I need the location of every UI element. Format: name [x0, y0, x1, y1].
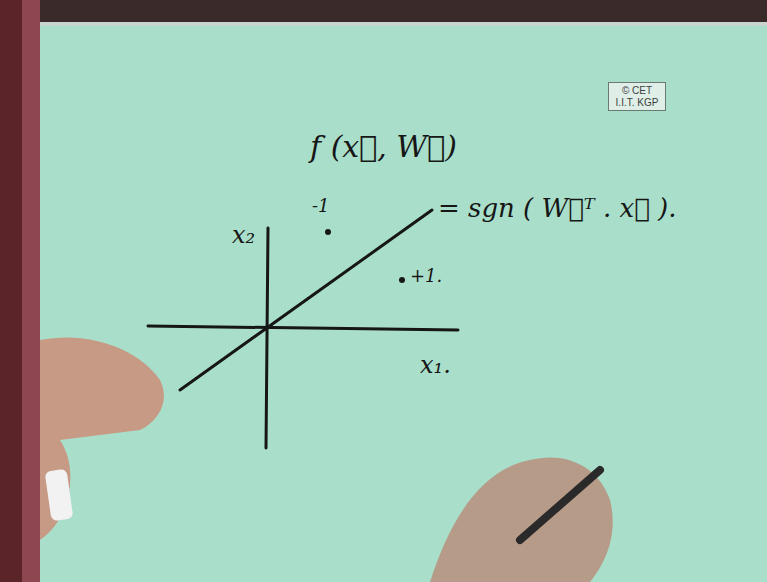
left-frame: [0, 0, 22, 582]
negative-point: [325, 229, 331, 235]
pen-cap: [45, 469, 74, 522]
left-frame-edge: [22, 0, 40, 582]
watermark-text: © CET I.I.T. KGP: [613, 85, 661, 108]
hand-left: [40, 337, 164, 540]
function-label: f (x⃗, W⃗): [310, 130, 457, 163]
axis-label: x₁.: [420, 352, 451, 378]
axis-label: x₂: [232, 222, 255, 248]
class-label: +1.: [410, 266, 442, 286]
hand-right: [430, 457, 613, 582]
class-label: -1: [312, 196, 330, 216]
positive-point: [399, 277, 405, 283]
watermark-box: © CET I.I.T. KGP: [608, 82, 666, 111]
x2-axis: [266, 228, 268, 448]
top-frame: [0, 0, 767, 22]
decision-line: [180, 210, 432, 390]
formula-label: = sgn ( W⃗ᵀ . x⃗ ).: [438, 194, 676, 223]
sheet-edge: [40, 22, 767, 26]
x1-axis: [148, 326, 458, 330]
pen: [520, 470, 600, 540]
